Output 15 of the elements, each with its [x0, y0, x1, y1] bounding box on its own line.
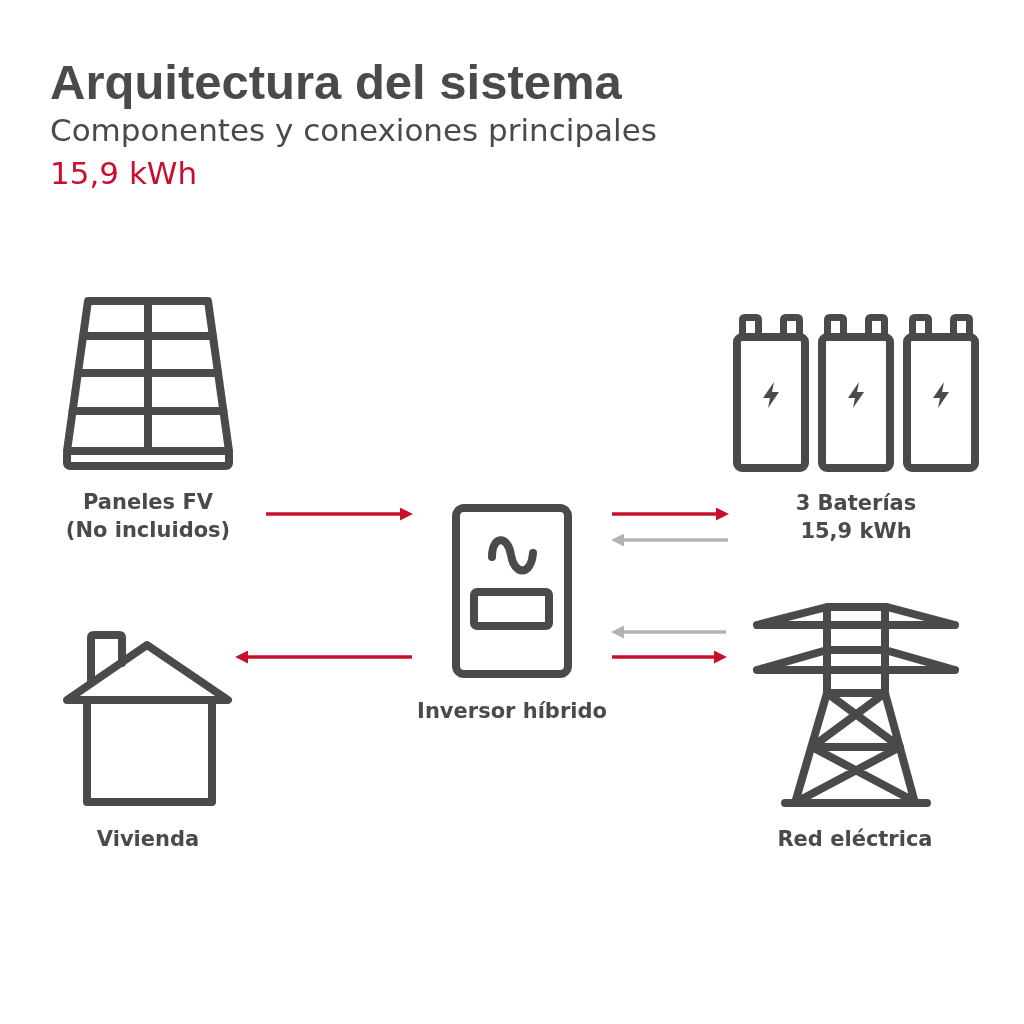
node-label: 3 Baterías 15,9 kWh [794, 490, 918, 545]
node-label: Red eléctrica [776, 826, 934, 853]
arrow [612, 507, 729, 521]
arrow [235, 650, 412, 664]
arrow [611, 625, 726, 639]
node-label: Paneles FV [81, 489, 214, 516]
highlight-text: 15,9 kWh [50, 154, 198, 192]
node-label: (No incluidos) [64, 517, 232, 544]
arrow [611, 533, 728, 547]
node-label: Vivienda [95, 826, 201, 853]
arrow [612, 650, 727, 664]
title: Arquitectura del sistema [50, 54, 622, 110]
node-label: Inversor híbrido [416, 698, 608, 725]
subtitle: Componentes y conexiones principales [50, 111, 657, 149]
arrow [266, 507, 413, 521]
